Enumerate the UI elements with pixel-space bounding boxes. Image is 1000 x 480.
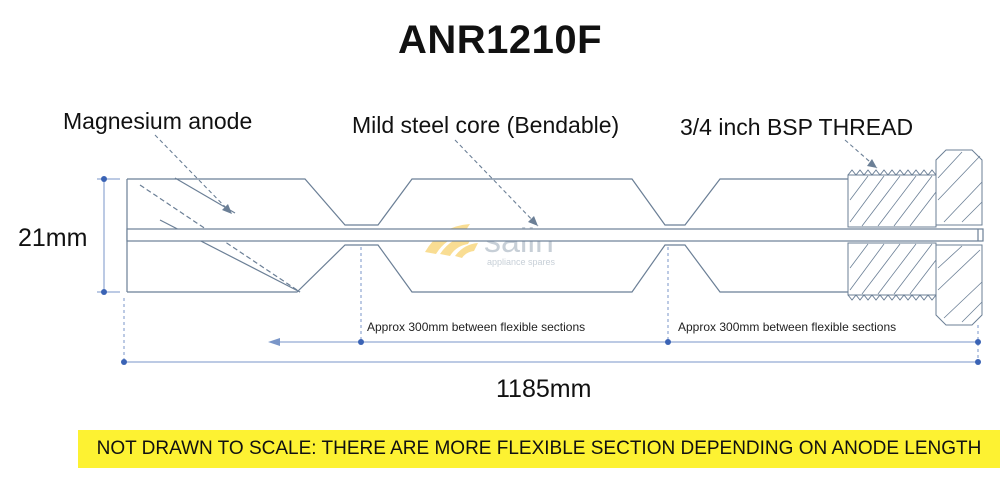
banner-text: NOT DRAWN TO SCALE: THERE ARE MORE FLEXI… (96, 438, 982, 459)
not-to-scale-banner: NOT DRAWN TO SCALE: THERE ARE MORE FLEXI… (78, 430, 1000, 468)
hex-hatch (937, 151, 983, 323)
dimension-arrowheads (268, 338, 280, 346)
overall-length-label: 1185mm (496, 375, 592, 403)
dimension-lines (97, 178, 979, 363)
watermark-tagline: appliance spares (487, 257, 556, 267)
diameter-label: 21mm (18, 224, 88, 252)
callout-magnesium-anode: Magnesium anode (63, 108, 253, 134)
bsp-thread-fitting (847, 149, 983, 326)
section-note-first: Approx 300mm between flexible sections (365, 320, 588, 334)
dimension-dots (101, 176, 981, 365)
page-title: ANR1210F (397, 18, 603, 62)
thread-hatch (849, 175, 937, 295)
callout-mild-steel-core: Mild steel core (Bendable) (352, 112, 620, 138)
steel-core-rod (126, 228, 984, 242)
callout-arrowheads (222, 159, 877, 226)
callout-leaders (154, 134, 878, 227)
section-note-second: Approx 300mm between flexible sections (676, 320, 899, 334)
callout-bsp-thread: 3/4 inch BSP THREAD (680, 114, 914, 140)
